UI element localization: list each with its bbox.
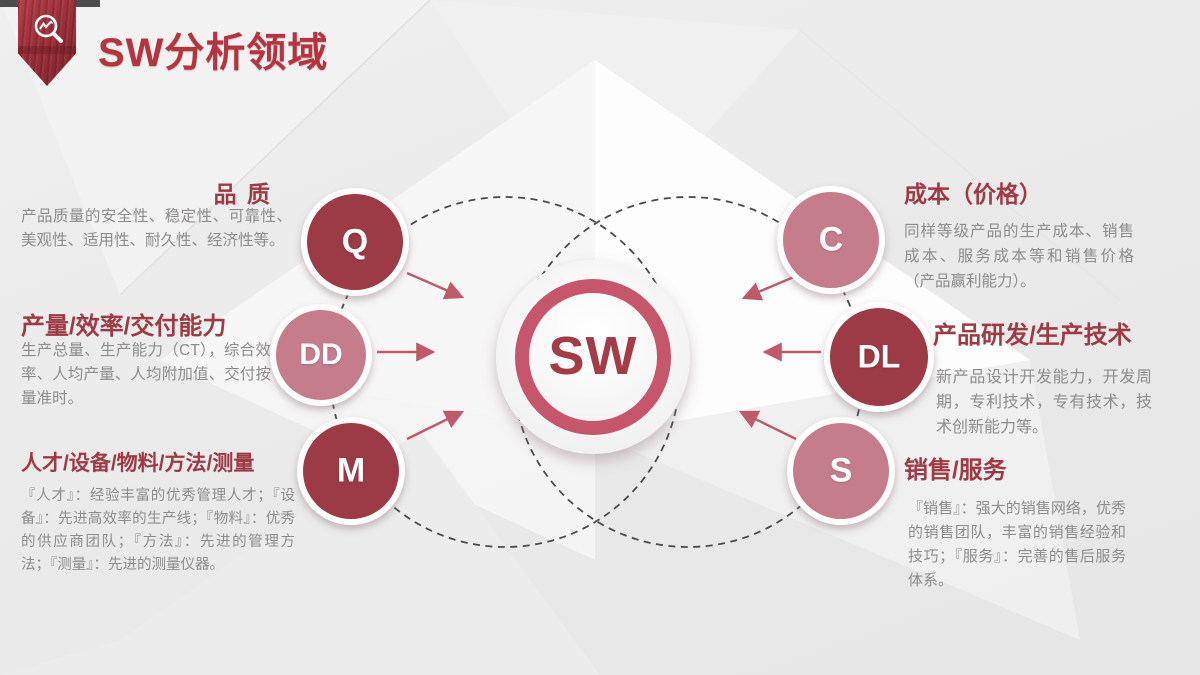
arrows — [377, 271, 821, 441]
description-output-efficiency-delivery: 生产总量、生产能力（CT），综合效率、人均产量、人均附加值、交付按量准时。 — [21, 342, 271, 407]
heading-cost-price: 成本（价格） — [904, 181, 1042, 207]
node-s-letter: S — [829, 451, 853, 490]
satellite-nodes — [270, 186, 934, 525]
magnifier-trend-icon — [34, 14, 63, 43]
arrow-s-to-center — [738, 410, 797, 441]
node-q — [301, 188, 409, 296]
center-node-ring — [515, 279, 671, 435]
description-quality: 产品质量的安全性、稳定性、可靠性、美观性、适用性、耐久性、经济性等。 — [21, 208, 292, 249]
node-s — [787, 417, 895, 525]
background-fold-line — [799, 29, 1121, 301]
bookmark-ribbon-fold — [18, 46, 76, 54]
description-people-equipment-material-method-measure: 『人才』：经验丰富的优秀管理人才；『设备』：先进高效率的生产线；『物料』：优秀的… — [21, 488, 295, 573]
center-node-label: SW — [548, 325, 638, 386]
arrow-q-to-center — [406, 271, 465, 300]
slide-title: SW分析领域 — [98, 31, 329, 75]
heading-quality: 品 质 — [213, 181, 272, 207]
node-c — [777, 186, 885, 294]
center-node — [496, 260, 690, 454]
heading-rnd-production-tech: 产品研发/生产技术 — [933, 322, 1132, 349]
node-dl — [824, 302, 934, 412]
node-m — [297, 417, 405, 525]
node-dd-letter: DD — [299, 338, 343, 371]
description-sales-service: 『销售』：强大的销售网络，优秀的销售团队，丰富的销售经验和技巧；『服务』：完善的… — [908, 500, 1126, 589]
node-q-circle — [307, 194, 403, 290]
description-rnd-production-tech: 新产品设计开发能力，开发周期，专利技术，专有技术，技术创新能力等。 — [936, 369, 1152, 436]
description-cost-price: 同样等级产品的生产成本、销售成本、服务成本等和销售价格（产品赢利能力）。 — [904, 223, 1134, 290]
node-c-circle — [783, 192, 879, 288]
arrow-c-to-center — [741, 272, 802, 301]
background-fold-line — [119, 0, 431, 296]
node-dd-circle — [276, 310, 366, 400]
heading-sales-service: 销售/服务 — [904, 457, 1007, 484]
background-facet — [0, 0, 430, 295]
heading-output-efficiency-delivery: 产量/效率/交付能力 — [21, 313, 227, 340]
node-dl-letter: DL — [857, 338, 901, 375]
arrow-m-to-center — [406, 410, 465, 441]
node-m-circle — [303, 423, 399, 519]
background-facet — [0, 430, 600, 675]
heading-people-equipment-material-method-measure: 人才/设备/物料/方法/测量 — [21, 452, 255, 475]
node-s-circle — [793, 423, 889, 519]
node-c-letter: C — [818, 220, 844, 259]
node-m-letter: M — [336, 451, 366, 490]
node-dd — [270, 304, 372, 406]
node-dl-circle — [830, 308, 928, 406]
node-q-letter: Q — [341, 222, 369, 261]
